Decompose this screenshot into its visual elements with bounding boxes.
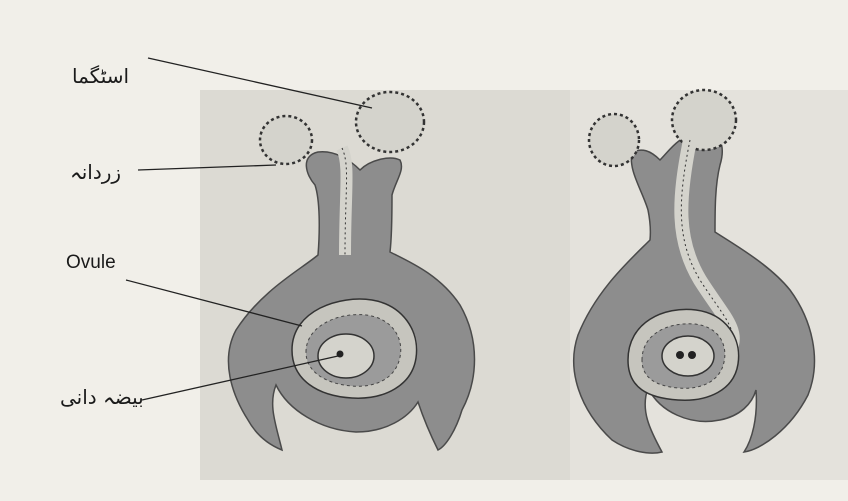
right-stigma-lobe — [672, 90, 736, 150]
label-ovule: Ovule — [66, 252, 116, 274]
left-pollen-grain-small — [260, 116, 312, 164]
left-ovule — [292, 299, 417, 398]
label-egg-cell: بیضہ دانی — [60, 385, 144, 409]
right-pollen-grain — [589, 114, 639, 166]
right-nucleus-b — [688, 351, 696, 359]
label-pollen: زردانہ — [70, 160, 121, 184]
right-nucleus-a — [676, 351, 684, 359]
left-stigma-lobe — [356, 92, 424, 152]
label-stigma: اسٹگما — [72, 64, 129, 88]
right-ovule — [628, 309, 739, 400]
